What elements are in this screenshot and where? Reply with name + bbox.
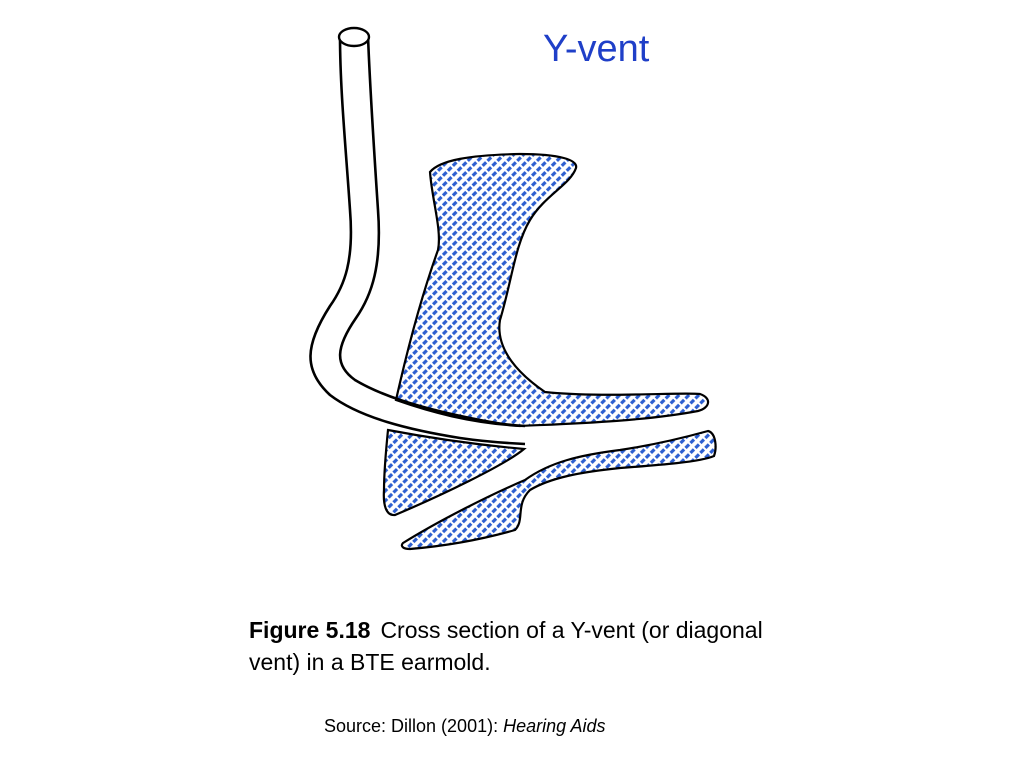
sound-tube-opening <box>337 26 371 48</box>
sound-tube-outer-wall <box>309 35 526 446</box>
earmold-lower-left-section <box>382 428 527 517</box>
earmold-lower-right-section <box>400 429 717 551</box>
earmold-upper-section <box>394 152 710 428</box>
figure-caption-text: Cross section of a Y-vent (or diagonal v… <box>249 617 763 675</box>
source-book-title: Hearing Aids <box>503 716 606 736</box>
y-vent-diagram <box>309 26 717 551</box>
sound-tube-inner-wall <box>338 35 526 428</box>
source-citation: Source: Dillon (2001): Hearing Aids <box>324 716 605 737</box>
source-prefix: Source: Dillon (2001): <box>324 716 504 736</box>
slide-title: Y-vent <box>543 28 650 70</box>
figure-label: Figure 5.18 <box>249 617 371 643</box>
